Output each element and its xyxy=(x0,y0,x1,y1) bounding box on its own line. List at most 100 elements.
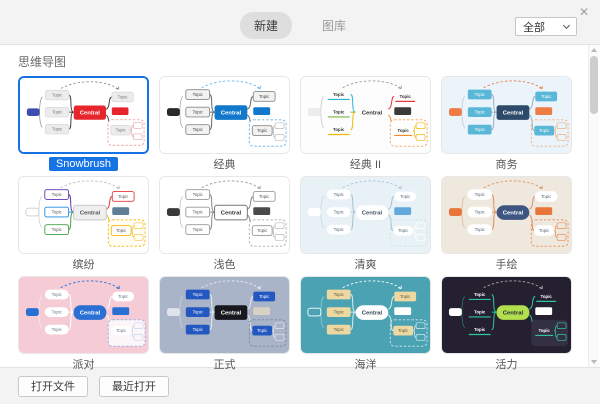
svg-text:Topic: Topic xyxy=(539,128,550,133)
tab-gallery[interactable]: 图库 xyxy=(322,19,347,33)
template-name: Snowbrush xyxy=(48,156,119,171)
template-label-row: 浅色 xyxy=(159,255,290,272)
svg-text:Topic: Topic xyxy=(541,94,552,99)
svg-text:Topic: Topic xyxy=(400,294,411,299)
template-name: 经典 II xyxy=(349,158,382,171)
template-label-row: 商务 xyxy=(441,155,572,172)
open-file-button[interactable]: 打开文件 xyxy=(18,375,88,397)
svg-text:Topic: Topic xyxy=(52,310,63,315)
template-name: 正式 xyxy=(213,358,236,371)
template-name: 活力 xyxy=(495,358,518,371)
svg-text:Central: Central xyxy=(80,111,101,117)
svg-text:Topic: Topic xyxy=(334,292,345,297)
scroll-up-button[interactable] xyxy=(589,45,599,55)
template-name: 派对 xyxy=(72,358,95,371)
template-name: 清爽 xyxy=(354,258,377,271)
svg-text:Topic: Topic xyxy=(52,110,62,115)
vertical-scrollbar[interactable] xyxy=(588,45,599,367)
svg-text:Topic: Topic xyxy=(52,210,63,215)
svg-text:Topic: Topic xyxy=(193,92,204,97)
svg-text:Topic: Topic xyxy=(474,327,486,332)
svg-text:Topic: Topic xyxy=(52,227,63,232)
svg-text:Topic: Topic xyxy=(259,194,270,199)
tab-new[interactable]: 新建 xyxy=(239,12,292,39)
svg-text:Topic: Topic xyxy=(334,310,345,315)
template-label-row: 活力 xyxy=(441,355,572,372)
tab-bar: 新建 图库 xyxy=(0,12,600,39)
svg-text:Central: Central xyxy=(80,311,101,317)
svg-text:Topic: Topic xyxy=(52,127,62,132)
category-filter-dropdown[interactable]: 全部 xyxy=(515,17,577,36)
svg-text:Central: Central xyxy=(221,211,242,217)
filter-selected-value: 全部 xyxy=(523,21,545,34)
recent-files-button[interactable]: 最近打开 xyxy=(99,375,169,397)
svg-text:Topic: Topic xyxy=(118,194,129,199)
svg-text:Topic: Topic xyxy=(257,328,268,333)
scroll-down-button[interactable] xyxy=(589,357,599,367)
svg-text:Topic: Topic xyxy=(333,92,345,97)
svg-text:Topic: Topic xyxy=(475,127,486,132)
svg-text:Topic: Topic xyxy=(333,110,345,115)
svg-text:Topic: Topic xyxy=(334,210,345,215)
svg-text:Topic: Topic xyxy=(334,327,345,332)
svg-text:Topic: Topic xyxy=(334,192,345,197)
svg-text:Topic: Topic xyxy=(333,127,345,132)
template-label-row: Snowbrush xyxy=(18,155,149,172)
svg-text:Topic: Topic xyxy=(398,228,409,233)
scrollbar-thumb[interactable] xyxy=(590,56,598,114)
svg-text:Topic: Topic xyxy=(474,310,486,315)
template-name: 浅色 xyxy=(213,258,236,271)
svg-text:Topic: Topic xyxy=(398,128,410,133)
svg-text:Topic: Topic xyxy=(398,328,409,333)
svg-text:Topic: Topic xyxy=(475,227,486,232)
template-label-row: 海洋 xyxy=(300,355,431,372)
scroll-up-icon xyxy=(591,48,597,52)
template-name: 经典 xyxy=(213,158,236,171)
svg-text:Central: Central xyxy=(221,311,242,317)
close-button[interactable]: ✕ xyxy=(576,4,592,20)
svg-text:Topic: Topic xyxy=(193,127,204,132)
svg-text:Central: Central xyxy=(503,211,524,217)
template-name: 商务 xyxy=(495,158,518,171)
template-label-row: 手绘 xyxy=(441,255,572,272)
template-label-row: 清爽 xyxy=(300,255,431,272)
svg-text:Topic: Topic xyxy=(193,192,204,197)
svg-text:Topic: Topic xyxy=(193,110,204,115)
svg-text:Topic: Topic xyxy=(193,227,204,232)
svg-text:Central: Central xyxy=(503,111,524,117)
svg-text:Topic: Topic xyxy=(193,327,204,332)
svg-text:Central: Central xyxy=(221,111,242,117)
svg-text:Topic: Topic xyxy=(539,228,550,233)
dialog-header: 新建 图库 全部 ✕ xyxy=(0,0,600,44)
template-name: 缤纷 xyxy=(72,258,95,271)
svg-text:Topic: Topic xyxy=(257,228,268,233)
chevron-down-icon xyxy=(562,21,571,29)
svg-text:Topic: Topic xyxy=(193,210,204,215)
